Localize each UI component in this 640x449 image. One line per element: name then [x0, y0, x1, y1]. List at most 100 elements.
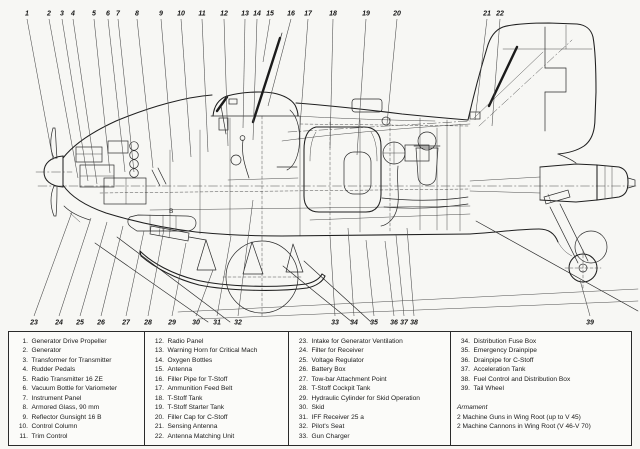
legend-item-number: 17.	[154, 385, 164, 393]
starter-tank	[343, 151, 372, 195]
legend-item-label: Emergency Drainpipe	[473, 347, 537, 355]
legend-item: 19.T-Stoff Starter Tank	[151, 403, 286, 413]
legend-item: 25.Voltage Regulator	[295, 356, 448, 366]
legend-item-number: 24.	[298, 347, 308, 355]
sensing-antenna-strip	[487, 45, 519, 108]
trim-wheel	[230, 154, 242, 166]
callout-number: 28	[143, 320, 152, 327]
leader-line	[48, 18, 79, 179]
leader-line	[216, 235, 232, 317]
legend-item-number: 13.	[154, 347, 164, 355]
legend-item-label: Battery Box	[311, 366, 346, 374]
legend-item: 32.Pilot's Seat	[295, 422, 448, 432]
legend-item: 28.T-Stoff Cockpit Tank	[295, 384, 448, 394]
legend-item: 8.Armored Glass, 90 mm	[15, 403, 142, 413]
instrument-panel	[220, 105, 227, 135]
legend-item: 37.Acceleration Tank	[457, 365, 629, 375]
legend-item: 10.Control Column	[15, 422, 142, 432]
callout-number: 32	[234, 320, 242, 327]
callout-number: 34	[350, 320, 358, 327]
legend-item: 7.Instrument Panel	[15, 394, 142, 404]
leader-line	[160, 18, 174, 163]
legend-item: 5.Radio Transmitter 16 ZE	[15, 375, 142, 385]
station-lines	[99, 115, 471, 239]
legend-item-label: Gun Charger	[311, 432, 350, 440]
legend-item-label: Drainpipe for C-Stoff	[473, 356, 534, 364]
legend-item-label: Filler Pipe for T-Stoff	[167, 375, 228, 383]
legend-item-label: IFF Receiver 25 a	[311, 413, 364, 421]
legend-item-number: 28.	[298, 385, 308, 393]
legend-item: 36.Drainpipe for C-Stoff	[457, 356, 629, 366]
leader-line	[125, 230, 145, 317]
cockpit-canopy	[210, 91, 300, 117]
legend-item-number: 38.	[460, 375, 470, 383]
callout-number: 1	[25, 11, 29, 18]
legend-item-number: 34.	[460, 337, 470, 345]
callout-number: 22	[495, 11, 504, 18]
legend-item-number: 19.	[154, 404, 164, 412]
legend-item-number: 23.	[298, 337, 308, 345]
legend-item-number: 37.	[460, 366, 470, 374]
generator-box	[75, 146, 103, 163]
leader-line	[201, 18, 209, 153]
callout-number: 16	[287, 11, 295, 18]
leader-line	[237, 199, 254, 317]
drawing-inline-label: B	[169, 208, 173, 215]
leader-line	[171, 242, 187, 317]
callout-number: 39	[586, 320, 594, 327]
leader-line	[223, 18, 229, 147]
internal-equipment	[63, 98, 469, 232]
legend-item: 11.Trim Control	[15, 432, 142, 442]
legend-item: 13.Warning Horn for Critical Mach	[151, 346, 286, 356]
armored-glass	[215, 95, 229, 113]
callout-number: 15	[266, 11, 274, 18]
legend-item-label: Filter for Receiver	[311, 347, 364, 355]
callout-number: 35	[370, 320, 378, 327]
transformer-box	[107, 140, 129, 154]
legend-item: 18.T-Stoff Tank	[151, 394, 286, 404]
legend-item: 39.Tail Wheel	[457, 384, 629, 394]
leader-line	[33, 211, 73, 317]
armament-line: 2 Machine Guns in Wing Root (up to V 45)	[457, 413, 581, 421]
legend-item: 15.Antenna	[151, 365, 286, 375]
armament-line: 2 Machine Cannons in Wing Root (V 46-V 7…	[457, 423, 591, 431]
callout-number: 5	[92, 11, 96, 18]
legend-item-label: Generator Drive Propeller	[31, 337, 107, 345]
leader-line	[329, 18, 334, 149]
legend-item-number: 5.	[22, 375, 29, 383]
legend-item-label: Armored Glass, 90 mm	[31, 404, 100, 412]
legend-item-number: 25.	[298, 356, 308, 364]
callout-number: 37	[400, 320, 409, 327]
legend-item-label: Sensing Antenna	[167, 423, 218, 431]
c-stoff-container	[417, 131, 437, 151]
legend-item: 21.Sensing Antenna	[151, 422, 286, 432]
legend-item-number: 39.	[460, 385, 470, 393]
callout-number: 25	[75, 320, 84, 327]
leader-line	[329, 235, 336, 317]
leader-line	[491, 18, 501, 127]
legend-item-number: 18.	[154, 394, 164, 402]
leader-line	[195, 269, 214, 317]
legend-item-number: 7.	[22, 394, 29, 402]
leader-line	[26, 18, 54, 161]
leader-line	[365, 239, 375, 317]
legend-item: 34.Distribution Fuse Box	[457, 337, 629, 347]
legend-item-number: 14.	[154, 356, 164, 364]
legend-item-number: 30.	[298, 404, 308, 412]
leader-line	[242, 18, 246, 129]
callout-number: 18	[329, 11, 337, 18]
legend-item: 30.Skid	[295, 403, 448, 413]
rudder-pedals	[151, 167, 167, 187]
control-column	[242, 139, 250, 179]
callout-number: 29	[167, 320, 176, 327]
legend-item-label: T-Stoff Cockpit Tank	[311, 385, 371, 393]
leader-line	[262, 18, 271, 63]
legend-item: 38.Fuel Control and Distribution Box	[457, 375, 629, 385]
